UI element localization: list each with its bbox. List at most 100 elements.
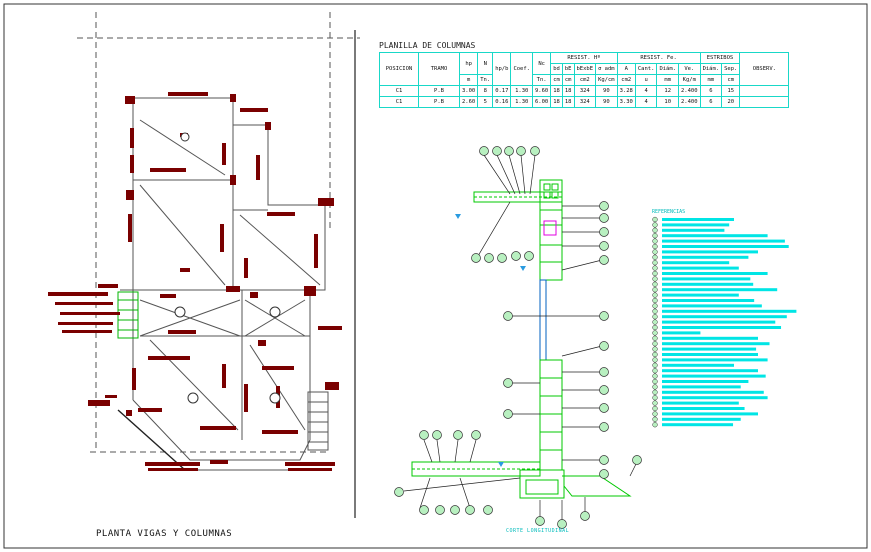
legend-entry	[662, 396, 768, 400]
legend-entry	[662, 412, 758, 416]
schedule-header-cell: RESIST. Hº	[550, 52, 618, 64]
legend-bullet	[652, 287, 658, 293]
callout-marker	[599, 367, 609, 377]
schedule-cell: 2.400	[678, 85, 701, 97]
leader	[561, 345, 603, 357]
legend-entry	[662, 223, 730, 227]
section-leaders	[403, 154, 638, 522]
legend-bullet	[652, 227, 658, 233]
schedule-cell: 10	[656, 96, 679, 108]
legend-entry	[662, 304, 762, 308]
schedule-cell: 324	[573, 96, 597, 108]
beam-label	[130, 128, 134, 148]
callout-marker	[524, 251, 534, 261]
slab-diagonal	[139, 184, 226, 286]
callout-marker	[599, 341, 609, 351]
schedule-cell: 1.30	[510, 85, 533, 97]
schedule-unit-cell: cm	[550, 74, 563, 86]
legend-entry	[662, 417, 741, 421]
callout-marker	[394, 487, 404, 497]
beam-label	[318, 326, 342, 330]
legend-entry	[662, 218, 734, 221]
legend-entry	[662, 358, 768, 362]
schedule-cell	[739, 96, 790, 108]
callout-marker	[484, 253, 494, 263]
beam-label	[138, 408, 162, 412]
legend-entry	[662, 320, 776, 324]
beam-label	[314, 234, 318, 268]
column-mark	[230, 175, 236, 185]
legend-entry	[662, 282, 754, 286]
legend-bullet	[652, 233, 658, 239]
beam-label	[55, 302, 113, 305]
schedule-header-cell: σ adm	[595, 63, 618, 75]
slab-diagonal	[139, 119, 226, 176]
beam-label	[60, 312, 120, 315]
section-marker	[180, 132, 190, 142]
beam-label	[168, 92, 208, 96]
column-detail	[543, 220, 557, 236]
leader	[423, 439, 433, 463]
section-marker	[269, 392, 281, 404]
section-marker	[174, 306, 186, 318]
callout-marker	[497, 253, 507, 263]
leader	[529, 154, 536, 195]
callout-marker	[599, 213, 609, 223]
schedule-title: PLANILLA DE COLUMNAS	[379, 41, 476, 50]
callout-marker	[471, 430, 481, 440]
callout-marker	[599, 241, 609, 251]
foundation-beam	[411, 461, 541, 477]
legend-entry	[662, 288, 778, 292]
beam-label	[240, 108, 268, 112]
beam-label	[128, 214, 132, 242]
callout-marker	[535, 516, 545, 526]
beam-label	[58, 322, 113, 325]
legend-bullet	[652, 422, 658, 428]
column-mid	[539, 279, 547, 361]
schedule-header-row: POSICION TRAMO hp N hp/b Coef. Nc RESIST…	[379, 52, 790, 86]
beam-label	[132, 368, 136, 390]
level-markers	[455, 214, 526, 467]
leader	[419, 477, 431, 509]
schedule-unit-cell: u	[634, 74, 658, 86]
level-marker	[455, 214, 461, 219]
legend-entry	[662, 380, 749, 383]
column-mark	[126, 410, 132, 416]
schedule-header-cell: Diám.	[656, 63, 679, 75]
beam-label	[148, 468, 198, 471]
legend-entry	[662, 385, 741, 389]
legend-bullet	[652, 260, 658, 266]
schedule-cell: 324	[573, 85, 597, 97]
legend-bullet	[652, 314, 658, 320]
legend-entry	[662, 315, 787, 319]
callout-marker	[599, 403, 609, 413]
legend-bullet	[652, 395, 658, 401]
schedule-cell: 6	[699, 85, 723, 97]
legend-entry	[662, 353, 758, 356]
schedule-cell: 3.00	[458, 85, 479, 97]
callouts	[394, 146, 642, 529]
schedule-cell: 6	[699, 96, 723, 108]
legend-bullet	[652, 303, 658, 309]
column-mark	[250, 292, 258, 298]
beam-label	[168, 330, 196, 334]
beam-label	[220, 224, 224, 252]
slab-diagonal	[239, 214, 321, 286]
beam-label	[160, 294, 176, 298]
beam-label	[98, 284, 118, 288]
schedule-unit-cell: Kg/cm	[595, 74, 618, 86]
footing	[519, 469, 565, 499]
schedule-header-cell: A	[616, 63, 636, 75]
stair-block	[117, 291, 139, 339]
legend-entry	[662, 331, 701, 335]
schedule-cell: 90	[595, 96, 618, 108]
schedule-cell: 18	[561, 85, 575, 97]
leader	[436, 439, 441, 463]
schedule-header-cell: bd	[550, 63, 563, 75]
beam-label	[200, 426, 236, 430]
footing-slab	[562, 475, 632, 497]
schedule-header-cell: Diám.	[699, 63, 723, 75]
schedule-unit-cell: cm	[561, 74, 575, 86]
legend-entry	[662, 363, 734, 367]
schedule-header-cell: OBSERV.	[739, 52, 790, 86]
